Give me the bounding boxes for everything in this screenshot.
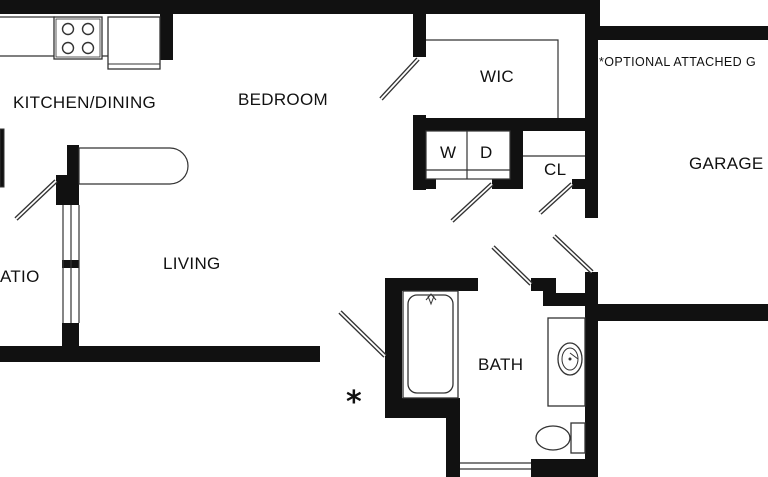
kitchen-island: [78, 147, 189, 185]
bedroom-label: BEDROOM: [238, 90, 328, 109]
door-patio: [14, 179, 58, 221]
bathtub-icon: [402, 290, 459, 399]
sink-icon: [547, 317, 586, 407]
door-laundry: [450, 182, 494, 223]
refrigerator-icon: [107, 16, 161, 70]
closet-label: CL: [544, 160, 566, 179]
living-label: LIVING: [163, 254, 221, 273]
door-entry: [338, 310, 387, 358]
kitchen-dining-label: KITCHEN/DINING: [13, 93, 156, 112]
dishwasher-edge: [0, 128, 5, 188]
door-bath: [491, 245, 533, 286]
washer-label: W: [440, 143, 456, 162]
bath-label: BATH: [478, 355, 523, 374]
door-wic: [379, 57, 420, 101]
asterisk-marker: *: [346, 385, 362, 420]
stove-icon: [53, 16, 103, 60]
partitions: [62, 39, 585, 470]
optional-garage-note: *OPTIONAL ATTACHED G: [599, 55, 756, 69]
doors: [14, 57, 594, 358]
door-garage: [552, 234, 594, 274]
dryer-label: D: [480, 143, 493, 162]
patio-label: ATIO: [0, 267, 40, 286]
toilet-icon: [535, 422, 586, 454]
wic-label: WIC: [480, 67, 514, 86]
garage-label: GARAGE: [689, 154, 764, 173]
door-closet: [538, 182, 574, 215]
